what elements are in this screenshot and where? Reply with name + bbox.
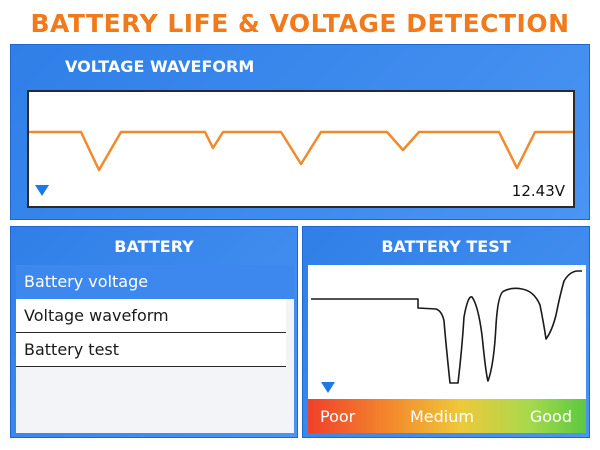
test-marker-icon xyxy=(321,382,335,393)
voltage-waveform-title: VOLTAGE WAVEFORM xyxy=(65,57,255,76)
battery-menu-list: Battery voltage Voltage waveform Battery… xyxy=(16,265,294,433)
battery-test-panel: BATTERY TEST Poor Medium Good xyxy=(302,226,590,438)
battery-health-scale: Poor Medium Good xyxy=(308,399,586,433)
page-title: BATTERY LIFE & VOLTAGE DETECTION xyxy=(30,9,570,38)
battery-test-display: Poor Medium Good xyxy=(308,265,586,433)
battery-test-curve xyxy=(311,270,582,384)
position-marker-icon xyxy=(35,185,49,196)
voltage-waveform-panel: VOLTAGE WAVEFORM 12.43V xyxy=(10,44,590,220)
battery-menu-panel: BATTERY Battery voltage Voltage waveform… xyxy=(10,226,298,438)
menu-item-battery-test[interactable]: Battery test xyxy=(16,333,286,367)
menu-item-voltage-waveform[interactable]: Voltage waveform xyxy=(16,299,286,333)
voltage-waveform-display: 12.43V xyxy=(27,90,575,208)
scale-label-good: Good xyxy=(529,407,572,426)
voltage-waveform-line xyxy=(29,130,573,172)
voltage-readout: 12.43V xyxy=(511,182,565,200)
voltage-waveform-graph xyxy=(29,130,573,172)
battery-test-title: BATTERY TEST xyxy=(381,237,511,256)
scale-label-poor: Poor xyxy=(320,407,356,426)
scale-label-medium: Medium xyxy=(410,407,474,426)
menu-item-battery-voltage[interactable]: Battery voltage xyxy=(16,265,294,299)
battery-test-graph xyxy=(311,270,582,384)
menu-empty-area xyxy=(16,367,294,431)
battery-menu-title: BATTERY xyxy=(114,237,194,256)
